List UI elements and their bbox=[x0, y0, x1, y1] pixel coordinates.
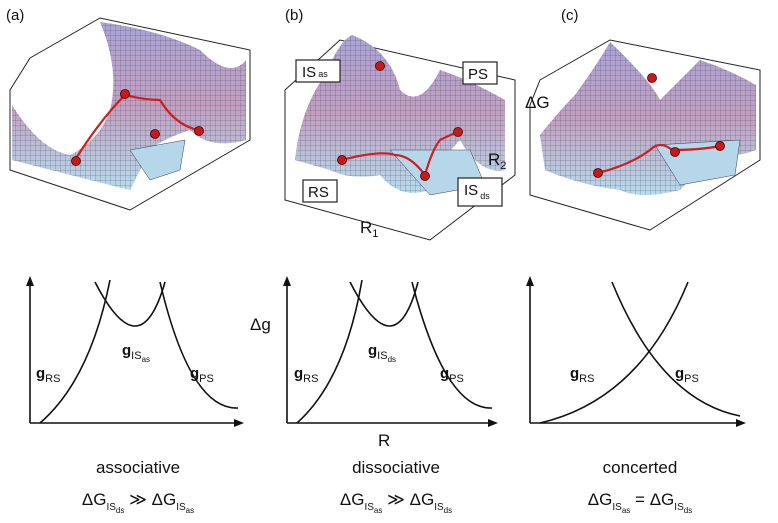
label-gps-c: gPS bbox=[675, 365, 699, 385]
label-r2: R2 bbox=[488, 150, 506, 172]
label-grs-b: gRS bbox=[294, 365, 318, 385]
label-gps-b: gPS bbox=[440, 365, 464, 385]
formula-b: ΔGISas ≫ ΔGISds bbox=[339, 490, 453, 515]
curve-rs-b bbox=[296, 279, 363, 424]
axis-label-delta-g: Δg bbox=[250, 315, 271, 334]
point-is-as-a bbox=[120, 89, 130, 99]
point-rs-a bbox=[71, 156, 81, 166]
point-ps-b bbox=[453, 127, 463, 137]
point-is-as-b bbox=[375, 61, 385, 71]
axis-label-r: R bbox=[378, 431, 390, 450]
formula-c: ΔGISas = ΔGISds bbox=[587, 490, 693, 515]
panel-a-label: (a) bbox=[6, 7, 24, 24]
curve-mid-b bbox=[349, 281, 419, 327]
label-rs-box: RS bbox=[308, 184, 329, 201]
curve-ps-a bbox=[159, 281, 239, 409]
panel-b-label: (b) bbox=[285, 7, 303, 24]
curve-ps-c bbox=[611, 281, 741, 417]
point-is-as-c bbox=[647, 73, 657, 83]
panel-a-surface: (a) bbox=[6, 7, 251, 211]
curve-rs-c bbox=[539, 281, 689, 424]
label-gmid-a: gISas bbox=[122, 342, 150, 364]
point-ps-c bbox=[715, 141, 725, 151]
label-ps-box: PS bbox=[468, 66, 488, 83]
panel-a-curves bbox=[26, 276, 244, 427]
point-ps-a bbox=[194, 126, 204, 136]
point-rs-c bbox=[593, 168, 603, 178]
point-rs-b bbox=[337, 155, 347, 165]
label-grs-a: gRS bbox=[36, 365, 60, 385]
caption-concerted: concerted bbox=[602, 458, 678, 477]
panel-c-curves bbox=[526, 276, 746, 427]
point-is-ds-a bbox=[150, 129, 160, 139]
caption-associative: associative bbox=[95, 458, 181, 477]
caption-dissociative: dissociative bbox=[352, 458, 440, 477]
curve-ps-b bbox=[411, 281, 493, 409]
curve-rs-a bbox=[39, 279, 111, 424]
panel-c-label: (c) bbox=[561, 7, 579, 24]
point-is-ds-c bbox=[670, 147, 680, 157]
label-r1: R1 bbox=[360, 218, 378, 240]
label-gmid-b: gISds bbox=[368, 342, 396, 364]
formula-a: ΔGISds ≫ ΔGISas bbox=[81, 490, 195, 515]
panel-c-surface: (c) ΔG bbox=[525, 7, 761, 231]
curve-mid-a bbox=[94, 281, 166, 327]
point-is-ds-b bbox=[420, 171, 430, 181]
label-grs-c: gRS bbox=[570, 365, 594, 385]
label-gps-a: gPS bbox=[190, 365, 214, 385]
label-delta-g-surface: ΔG bbox=[525, 93, 550, 112]
panel-b-curves bbox=[283, 276, 498, 427]
